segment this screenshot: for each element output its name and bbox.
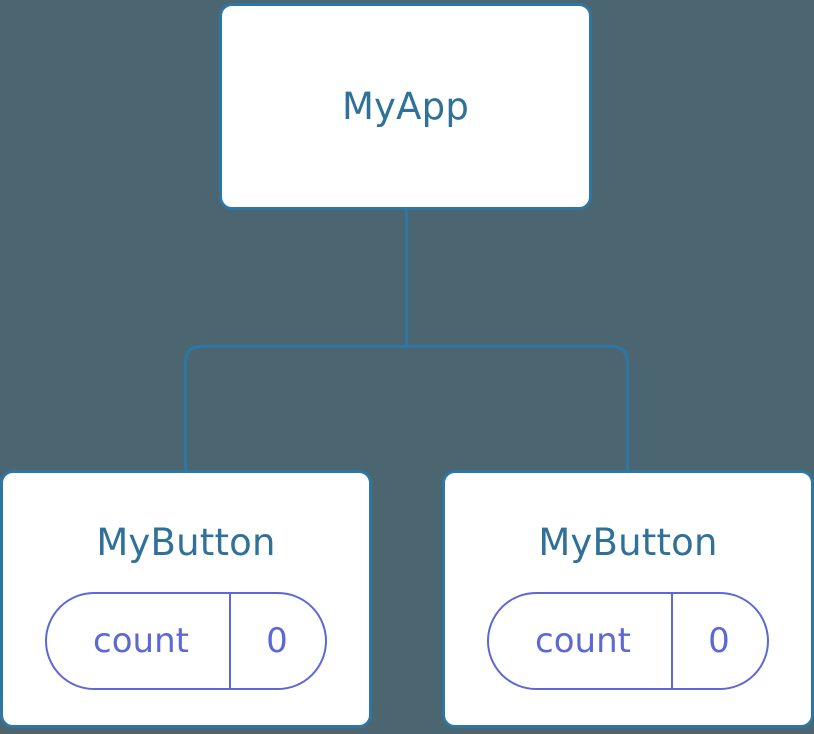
node-title: MyButton: [96, 521, 276, 564]
node-title: MyApp: [341, 85, 470, 128]
state-badge-divider: [670, 594, 673, 688]
connector-child-bus: [184, 345, 629, 470]
tree-node-myapp[interactable]: MyApp: [219, 3, 592, 210]
tree-node-mybutton-left[interactable]: MyButton count 0: [0, 470, 372, 728]
state-badge-divider: [228, 594, 231, 688]
state-badge[interactable]: count 0: [487, 592, 769, 690]
tree-node-mybutton-right[interactable]: MyButton count 0: [442, 470, 814, 728]
state-badge-value: 0: [266, 621, 288, 661]
state-badge[interactable]: count 0: [45, 592, 327, 690]
state-badge-value: 0: [708, 621, 730, 661]
state-badge-key: count: [535, 621, 631, 661]
node-title: MyButton: [538, 521, 718, 564]
state-badge-key: count: [93, 621, 189, 661]
